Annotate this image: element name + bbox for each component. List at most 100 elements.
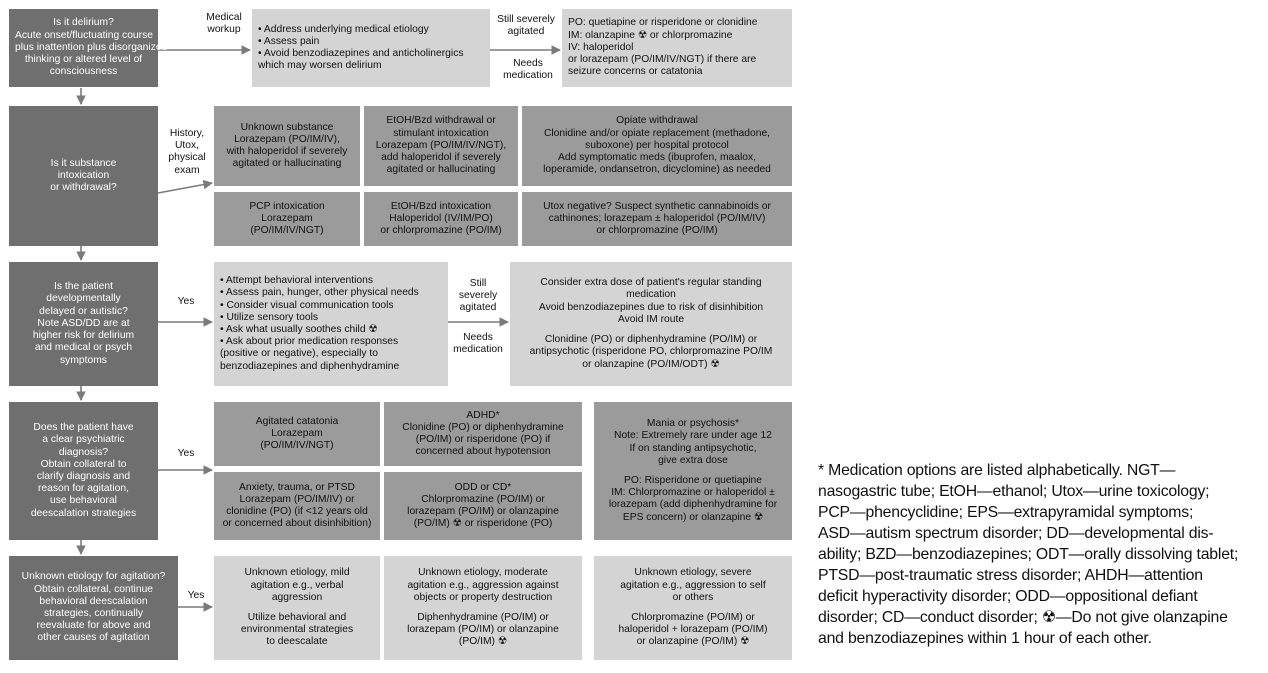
spacer [390,604,576,612]
text-line: Medical [206,12,242,23]
text-line: Lorazepam (PO/IM/IV/NGT), [375,139,507,151]
text-line: • Utilize sensory tools [220,311,319,323]
text-line: agitated [459,302,497,314]
text-line: other causes of agitation [37,632,150,644]
text-line: loperamide, ondansetron, dicyclomine) as… [543,164,771,176]
text-line: (PO/IM/IV/NGT) [250,225,324,237]
text-line: Is the patient [54,281,113,293]
text-line: • Ask what usually soothes child ☢ [220,324,378,335]
question-substance: Is it substance intoxication or withdraw… [9,106,158,246]
spacer [600,604,786,612]
option-mania-psychosis: Mania or psychosis* Note: Extremely rare… [594,402,792,540]
text-line: Acute onset/fluctuating course [15,29,153,41]
text-line: IM: Chlorpromazine or haloperidol ± [611,487,775,499]
text-line: or withdrawal? [50,182,117,194]
text-line: Utox negative? Suspect synthetic cannabi… [543,200,771,212]
text-line: objects or property destruction [413,591,553,603]
text-line: Lorazepam (PO/IM/IV) or [239,493,355,505]
label-medical-workup: Medical workup [196,12,252,36]
text-line: • Assess pain, hunger, other physical ne… [220,287,419,299]
action-developmental: • Attempt behavioral interventions • Ass… [214,262,448,386]
text-line: physical [168,152,206,164]
text-line: PCP intoxication [249,200,325,212]
footnote-line: deficit hyperactivity disorder; ODD—oppo… [818,588,1198,605]
footnote-line: PTSD—post-traumatic stress disorder; AHD… [818,567,1203,584]
text-line: Unknown etiology for agitation? [21,571,166,583]
text-line: clonidine (PO) (if <12 years old [226,506,368,517]
option-etoh-intoxication: EtOH/Bzd intoxication Haloperidol (IV/IM… [364,192,518,246]
text-line: or chlorpromazine (PO/IM) [380,225,502,237]
text-line: clarify diagnosis and [36,471,131,482]
label-history-utox-exam: History, Utox, physical exam [160,128,214,177]
text-line: • Consider visual communication tools [220,299,394,311]
text-line: agitated [507,26,545,38]
text-line: • Attempt behavioral interventions [220,275,373,287]
text-line: Note: Extremely rare under age 12 [614,430,772,442]
text-line: agitation e.g., aggression to self [620,579,766,591]
option-etoh-withdrawal: EtOH/Bzd withdrawal or stimulant intoxic… [364,106,518,186]
text-line: a clear psychiatric [42,434,125,446]
text-line: use behavioral [50,495,117,507]
footnote: * Medication options are listed alphabet… [818,460,1264,649]
option-mild-agitation: Unknown etiology, mild agitation e.g., v… [214,556,380,660]
text-line: Clonidine (PO) or diphenhydramine (PO/IM… [544,334,758,346]
text-line: symptoms [60,354,107,366]
text-line: consciousness [49,66,118,78]
question-unknown-etiology: Unknown etiology for agitation? Obtain c… [9,556,178,660]
text-line: to deescalate [266,636,328,648]
text-line: Obtain collateral to [40,458,127,470]
label-needs-medication: Needs medication [496,58,560,82]
text-line: and medical or psych [34,342,133,354]
footnote-line: disorder; CD—conduct disorder; ☢—Do not … [818,609,1228,626]
label-yes: Yes [168,296,204,308]
option-pcp-intoxication: PCP intoxication Lorazepam (PO/IM/IV/NGT… [214,192,360,246]
option-unknown-substance: Unknown substance Lorazepam (PO/IM/IV), … [214,106,360,186]
text-line: severely [458,290,498,302]
text-line: developmentally [46,293,121,305]
text-line: strategies, continually [43,608,144,619]
text-line: agitation e.g., aggression against [407,579,559,591]
text-line: PO: Risperidone or quetiapine [624,475,762,486]
option-severe-agitation: Unknown etiology, severe agitation e.g.,… [594,556,792,660]
footnote-line: PCP—phencyclidine; EPS—extrapyramidal sy… [818,504,1194,521]
text-line: Clonidine (PO) or diphenhydramine [402,421,564,433]
footnote-line: nasogastric tube; EtOH—ethanol; Utox—uri… [818,483,1210,500]
text-line: Still severely [497,14,555,25]
text-line: or chlorpromazine (PO/IM) [596,225,718,237]
text-line: Agitated catatonia [255,415,339,427]
text-line: • Assess pain [258,35,320,47]
text-line: medication [453,344,503,356]
text-line: Still [469,278,487,289]
text-line: intoxication [57,169,110,181]
text-line: • Ask about prior medication responses [220,336,399,348]
text-line: Unknown etiology, severe [634,567,752,579]
text-line: Obtain collateral, continue [33,583,154,595]
text-line: add haloperidol if severely [381,152,501,164]
text-line: Chlorpromazine (PO/IM) or [421,493,545,505]
text-line: Add symptomatic meds (ibuprofen, maalox, [557,152,756,164]
text-line: Lorazepam (PO/IM/IV), [234,133,340,145]
text-line: Chlorpromazine (PO/IM) or [631,612,755,623]
text-line: exam [174,164,200,176]
text-line: behavioral deescalation [39,595,148,607]
action-delirium: • Address underlying medical etiology • … [252,9,490,87]
text-line: EtOH/Bzd withdrawal or [386,115,496,127]
text-line: medication [503,70,553,82]
option-adhd: ADHD* Clonidine (PO) or diphenhydramine … [384,402,582,466]
text-line: Unknown substance [240,121,334,133]
text-line: PO: quetiapine or risperidone or clonidi… [568,17,758,29]
footnote-line: ability; BZD—benzodiazepines; ODT—orally… [818,546,1239,563]
label-needs-medication-r3: Needs medication [448,332,508,356]
text-line: EPS concern) or olanzapine ☢ [622,511,764,523]
text-line: or concerned about disinhibition) [222,518,372,530]
text-line: haloperidol + lorazepam (PO/IM) [618,624,768,636]
text-line: Haloperidol (IV/IM/PO) [389,212,493,224]
text-line: deescalation strategies [30,507,137,519]
text-line: Consider extra dose of patient's regular… [540,277,762,289]
text-line: Is it substance [50,157,117,169]
text-line: Unknown etiology, mild [244,567,350,579]
spacer [220,604,374,612]
text-line: Does the patient have [33,422,134,434]
spacer [516,326,786,334]
